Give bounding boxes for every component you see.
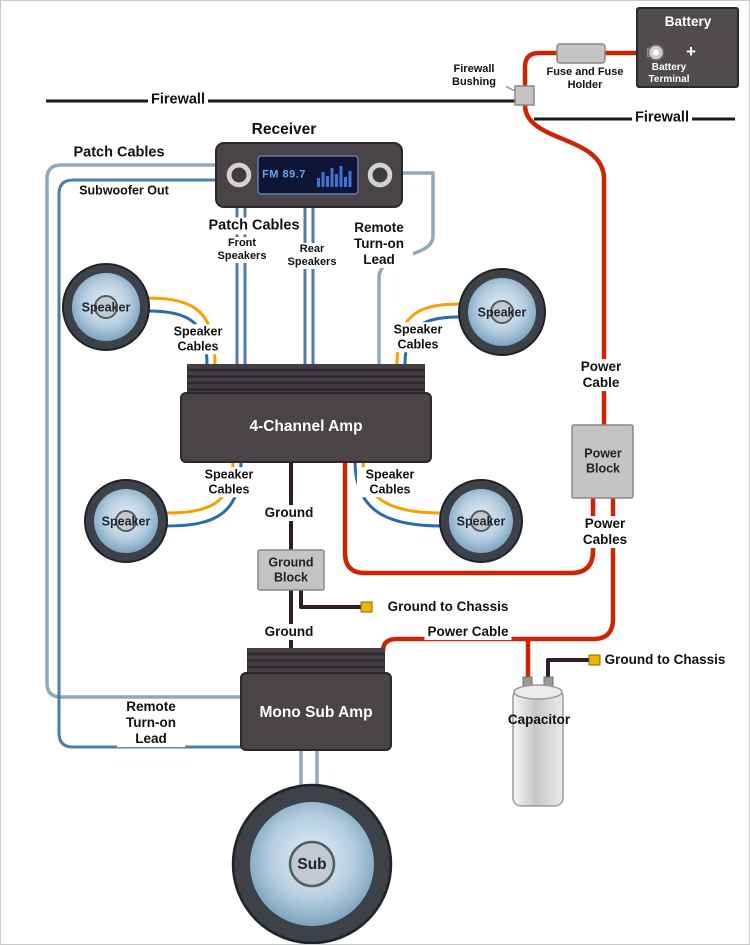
speaker-dust-cap [490,300,514,324]
speaker-dust-cap [115,510,137,532]
patch-cables-left-label: Patch Cables [70,144,168,162]
power-cable-right-label: Power Cable [575,359,627,391]
power-cable-to-4channel-amp [342,461,596,576]
battery-label: Battery [664,14,712,30]
speaker-cables-rr-label: Speaker Cables [357,467,423,497]
mono-sub-amp-body [240,648,392,751]
speaker-cables-rl-label: Speaker Cables [196,467,262,497]
power-cable-sub-label: Power Cable [424,624,512,640]
ground-wire-to-chassis [299,589,361,609]
remote-lead-top-label: Remote Turn-on Lead [345,220,413,268]
equalizer-bars-icon [317,166,352,187]
power-cable-to-mono-amp [380,498,616,652]
four-channel-amp-body [180,364,432,463]
speaker-front-left [62,263,150,351]
ground-block [257,549,325,591]
speaker-front-right [458,268,546,356]
mono-sub-amp-label: Mono Sub Amp [259,703,373,721]
patch-cables-mid-label: Patch Cables [205,217,303,235]
firewall-label-left: Firewall [148,91,208,109]
speaker-dust-cap [94,295,118,319]
speaker-rear-right-label: Speaker [456,514,506,529]
battery-box [636,7,739,88]
remote-lead-wire-left [57,178,241,749]
speaker-rear-right [439,479,523,563]
speaker-cables-fl-label: Speaker Cables [165,324,231,354]
receiver-frequency-display: FM 89.7 [262,168,306,181]
power-block-label: Power Block [584,446,622,475]
power-block [571,424,634,499]
ground-to-chassis-label-2: Ground to Chassis [601,652,729,668]
firewall-bushing [514,85,535,106]
ground-to-chassis-label-1: Ground to Chassis [384,599,512,615]
battery-plus-sign: + [686,41,696,61]
receiver-knob-right-center [372,167,388,183]
firewall-label-right: Firewall [632,109,692,127]
power-cable-battery-to-bushing [522,50,651,105]
sub-speaker [231,783,393,944]
ground-label-2: Ground [261,624,317,640]
remote-lead-bottom-label: Remote Turn-on Lead [117,699,185,747]
sub-dust-cap [288,840,336,888]
subwoofer-out-label: Subwoofer Out [76,183,172,199]
receiver-body [215,142,403,208]
patch-cables-rear-wires [303,206,315,365]
speaker-front-right-label: Speaker [477,305,527,320]
speaker-dust-cap [470,510,492,532]
power-cables-label: Power Cables [579,516,631,548]
rear-speakers-label: Rear Speakers [281,243,343,269]
firewall-bushing-label: Firewall Bushing [442,63,506,89]
sub-speaker-wires [299,750,319,787]
capacitor-label: Capacitor [507,712,571,728]
battery-terminal-label: Battery Terminal [648,62,690,85]
receiver-knob-left-center [231,167,247,183]
speaker-cables-fr-label: Speaker Cables [385,322,451,352]
sub-label: Sub [297,855,327,873]
ground-label-1: Ground [261,505,317,521]
speaker-rear-left [84,479,168,563]
capacitor-body [512,676,564,807]
ground-block-label: Ground Block [268,555,314,584]
subwoofer-patch-cable-wire [45,163,241,699]
capacitor-ground-wire [546,658,589,679]
capacitor-chassis-terminal-tip [588,654,601,666]
power-cable-bushing-to-block [522,104,607,426]
battery-terminal-hole [653,49,659,56]
fuse-label: Fuse and Fuse Holder [542,66,628,92]
four-channel-amp-label: 4-Channel Amp [249,417,363,435]
receiver-label: Receiver [251,120,317,138]
fuse-holder [556,43,606,64]
speaker-front-left-label: Speaker [81,300,131,315]
front-speakers-label: Front Speakers [211,237,273,263]
chassis-terminal-tip [360,601,373,613]
speaker-rear-left-label: Speaker [101,514,151,529]
speaker-wire-rr-blue [353,460,443,528]
